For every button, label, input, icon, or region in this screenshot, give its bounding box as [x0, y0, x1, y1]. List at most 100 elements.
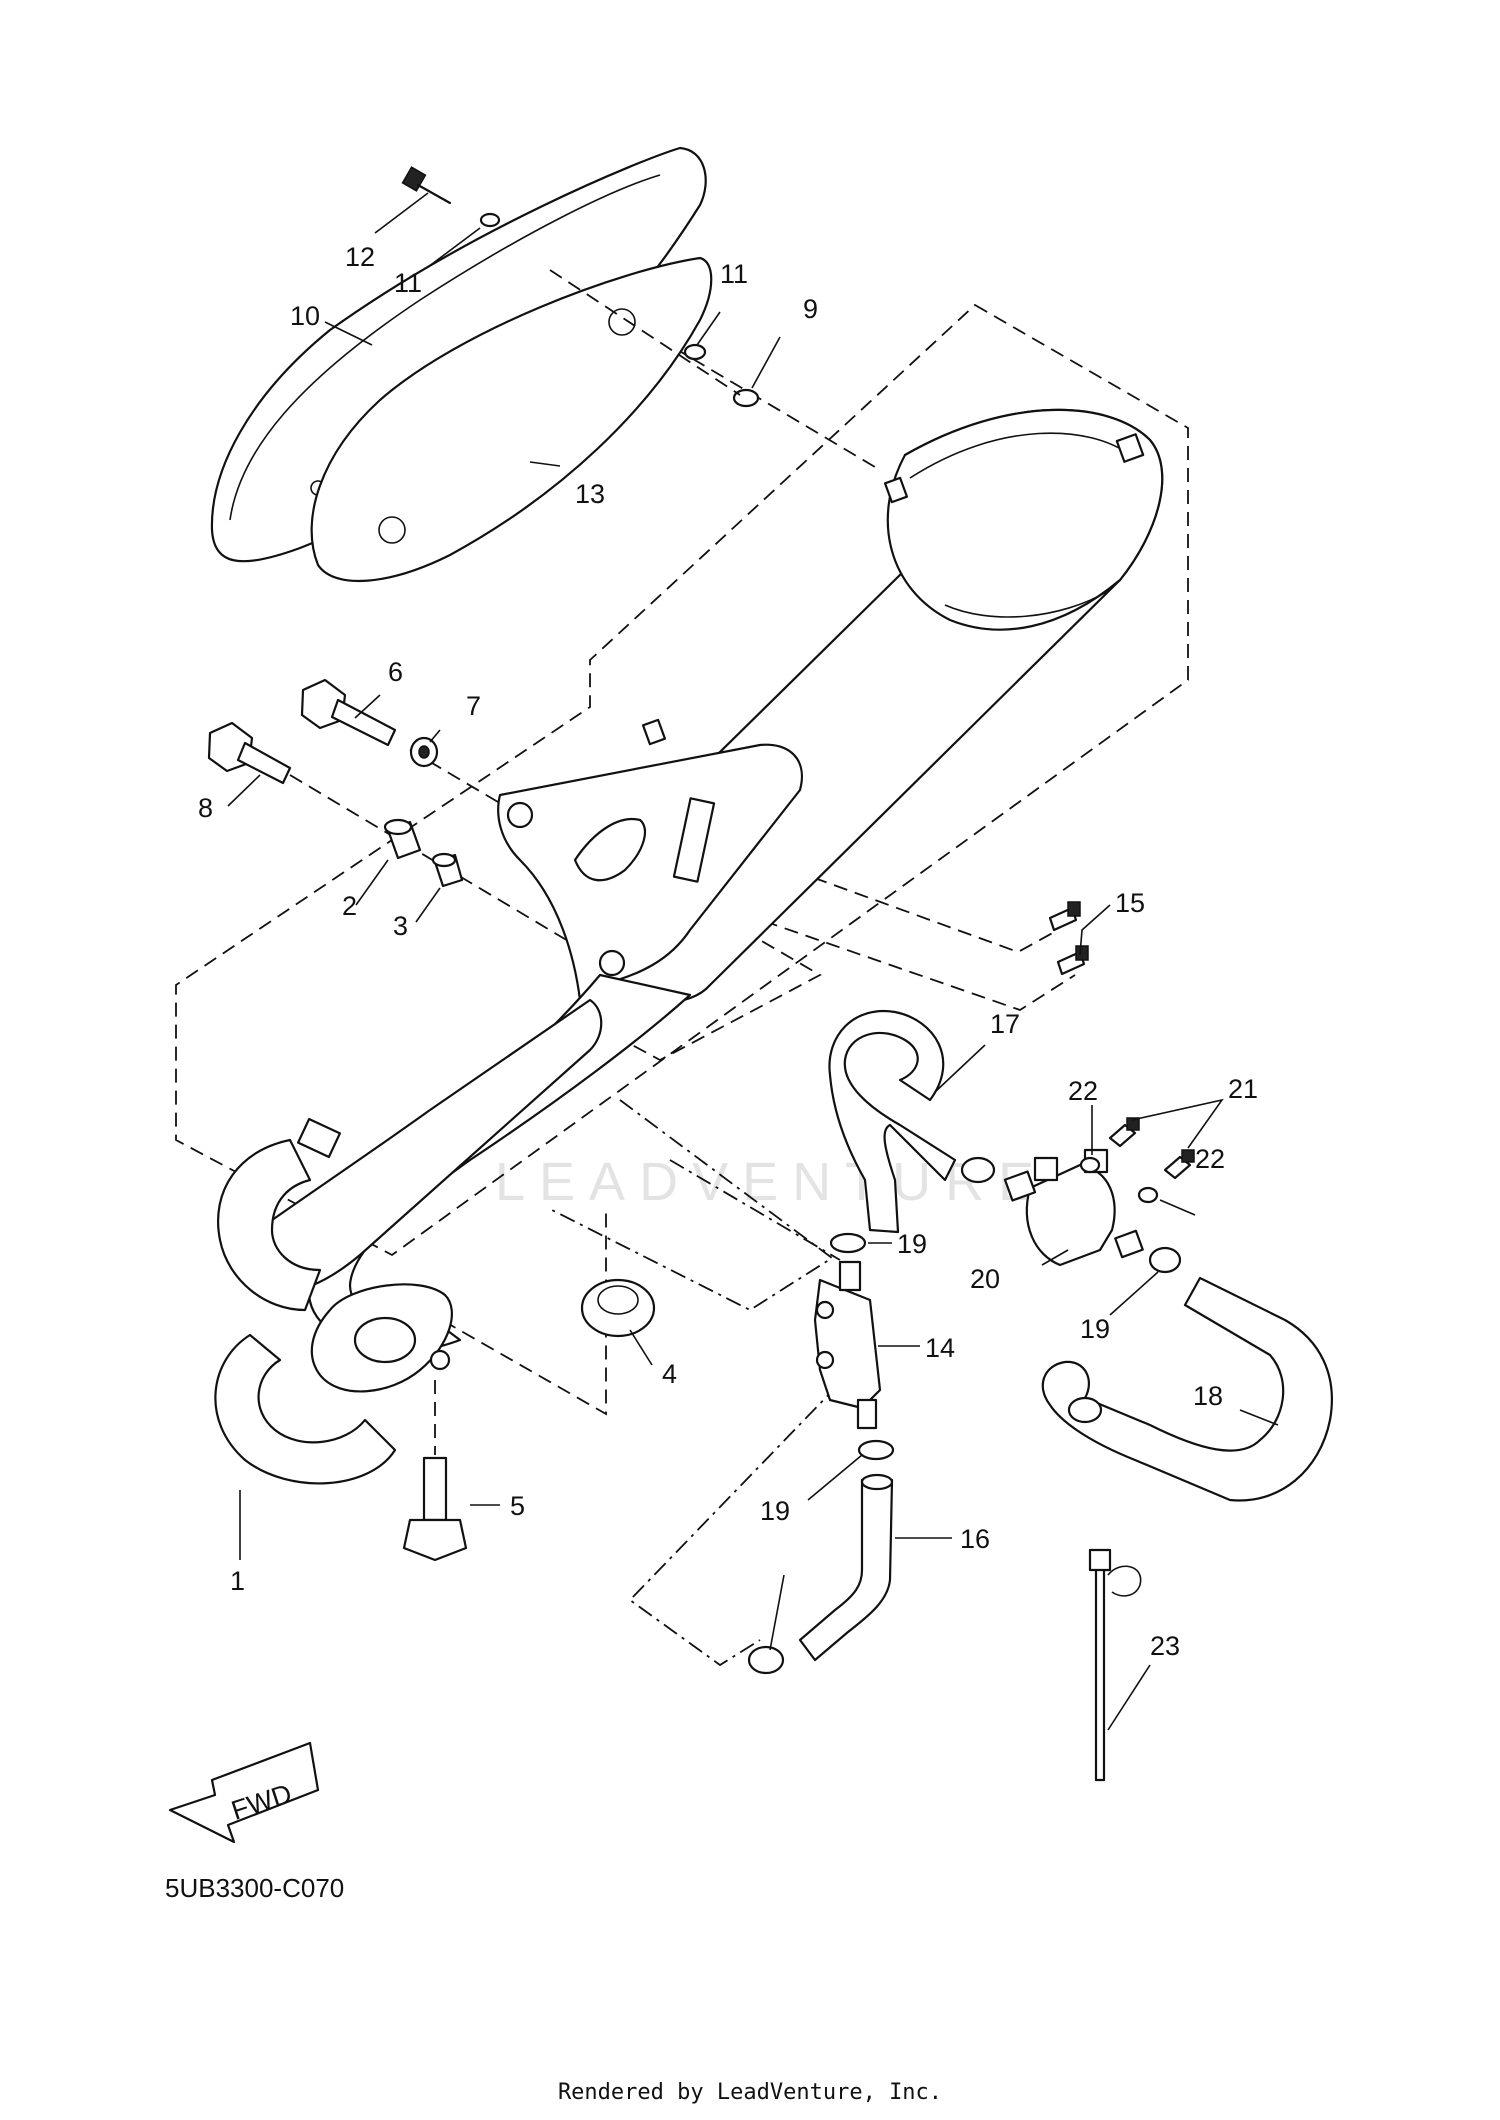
- gasket-link-line: [385, 1210, 607, 1416]
- callout-17: 17: [990, 1009, 1020, 1039]
- clamp-19-mid: [829, 1232, 867, 1254]
- callout-5: 5: [510, 1491, 525, 1521]
- air-cut-valve-port-bottom: [856, 1398, 878, 1430]
- clamp-19-bottom: [747, 1645, 785, 1675]
- reed-valve-link-line: [551, 1099, 834, 1312]
- callout-6: 6: [388, 657, 403, 687]
- hose-18: [1041, 1276, 1333, 1502]
- hose-18-end: [1067, 1396, 1103, 1424]
- callout-2: 2: [342, 891, 357, 921]
- callout-8: 8: [198, 793, 213, 823]
- collar-3: [431, 852, 464, 888]
- collar-3-top: [431, 852, 457, 868]
- bracket-hole-rear: [598, 949, 626, 977]
- cable-tie-head: [1088, 1548, 1112, 1572]
- callout-1: 1: [230, 1566, 245, 1596]
- callout-labels: 12 11 10 11 9 13 6 7 8 2 3 15 17 22 21 2…: [198, 242, 1258, 1661]
- bolt-8: [207, 721, 292, 785]
- leader-8: [227, 774, 261, 807]
- heat-shield-13: [310, 256, 713, 583]
- leader-4: [629, 1329, 653, 1366]
- air-cut-valve-hole-2: [815, 1350, 835, 1370]
- leader-23: [1107, 1664, 1151, 1731]
- hose-16-link-line: [628, 1384, 839, 1667]
- cable-tie-loop: [1107, 1565, 1142, 1597]
- washer-22-upper: [1079, 1156, 1101, 1174]
- hose-16: [798, 1473, 894, 1662]
- callout-23: 23: [1150, 1631, 1180, 1661]
- screw-15-lower-head: [1075, 945, 1089, 961]
- cable-tie-23: [1088, 1548, 1142, 1782]
- leader-lines: [227, 192, 1279, 1731]
- shield-bolt-axis: [549, 269, 741, 396]
- air-cut-valve-14: [813, 1260, 882, 1430]
- leader-6: [354, 694, 381, 719]
- reed-valve-outlet: [1114, 1229, 1144, 1259]
- clamp-19-ring-4: [857, 1439, 895, 1461]
- clamp-19-ring-2: [829, 1232, 867, 1254]
- collar-2: [383, 818, 422, 860]
- air-induction-link-line: [594, 939, 822, 1062]
- leader-9: [751, 336, 781, 389]
- callout-11-upper: 11: [394, 268, 422, 298]
- callout-15: 15: [1115, 888, 1145, 918]
- reed-valve-tab-left: [1033, 1156, 1059, 1182]
- bolt-8-shank: [236, 741, 292, 785]
- clamp-19-lower: [857, 1439, 895, 1461]
- bolt-6: [300, 678, 397, 747]
- leader-3: [415, 887, 441, 923]
- muffler-end-cap: [886, 408, 1164, 631]
- hose-17-body: [828, 1009, 957, 1234]
- bolt-5-shank: [422, 1456, 448, 1522]
- air-cut-valve-port-top: [838, 1260, 862, 1292]
- washer-11-lower: [683, 343, 707, 361]
- exhaust-port: [353, 1316, 417, 1364]
- heat-shield-inner-line: [229, 174, 661, 521]
- shield-hole-upper: [608, 308, 636, 336]
- clamp-19-ring-5: [747, 1645, 785, 1675]
- bolt-12: [401, 166, 452, 205]
- screw-21-upper-head: [1126, 1117, 1140, 1131]
- leader-18: [1239, 1409, 1279, 1426]
- air-cut-valve-body: [813, 1278, 882, 1410]
- leader-22b: [1159, 1199, 1196, 1216]
- pipe-to-valve-link-line: [669, 1159, 841, 1261]
- clamp-19-ring-3: [1148, 1246, 1182, 1274]
- callout-19-right: 19: [1080, 1314, 1110, 1344]
- callout-20: 20: [970, 1264, 1000, 1294]
- gasket-4: [580, 1278, 656, 1338]
- bolt-12-shank: [416, 183, 452, 205]
- washer-22-lower: [1137, 1186, 1159, 1204]
- screw-15-upper-head: [1067, 901, 1081, 917]
- bolt-5: [402, 1380, 468, 1562]
- air-cut-valve-hole-1: [815, 1300, 835, 1320]
- assembly-outlines: [175, 279, 1189, 1667]
- callout-7: 7: [466, 691, 481, 721]
- watermark-text: LEADVENTURE: [495, 1152, 1048, 1212]
- muffler-1: [214, 408, 1164, 1485]
- watermark: LEADVENTURE: [495, 1152, 1048, 1212]
- fwd-arrow-shape: [168, 1741, 320, 1844]
- muffler-outlet-tip: [1115, 433, 1145, 463]
- screws-21: [1108, 1117, 1195, 1180]
- muffler-stud-upper: [883, 476, 909, 504]
- leader-17: [934, 1044, 986, 1093]
- leader-15: [1079, 904, 1111, 956]
- leader-11a: [427, 227, 481, 268]
- callout-9: 9: [803, 294, 818, 324]
- leader-7: [429, 729, 441, 743]
- screw-21-lower-head: [1181, 1149, 1195, 1163]
- flange-bolt-hole: [429, 1349, 451, 1371]
- shield-hole-lower: [378, 516, 406, 544]
- callout-19-mid: 19: [897, 1229, 927, 1259]
- callout-21: 21: [1228, 1074, 1258, 1104]
- callout-16: 16: [960, 1524, 990, 1554]
- leader-11b: [696, 311, 721, 346]
- callout-22-upper: 22: [1068, 1076, 1098, 1106]
- muffler-seam: [909, 432, 1131, 479]
- callout-14: 14: [925, 1333, 955, 1363]
- leader-21: [1131, 1098, 1224, 1149]
- drawing-code: 5UB3300-C070: [165, 1873, 345, 1903]
- bolt-5-head: [402, 1518, 468, 1562]
